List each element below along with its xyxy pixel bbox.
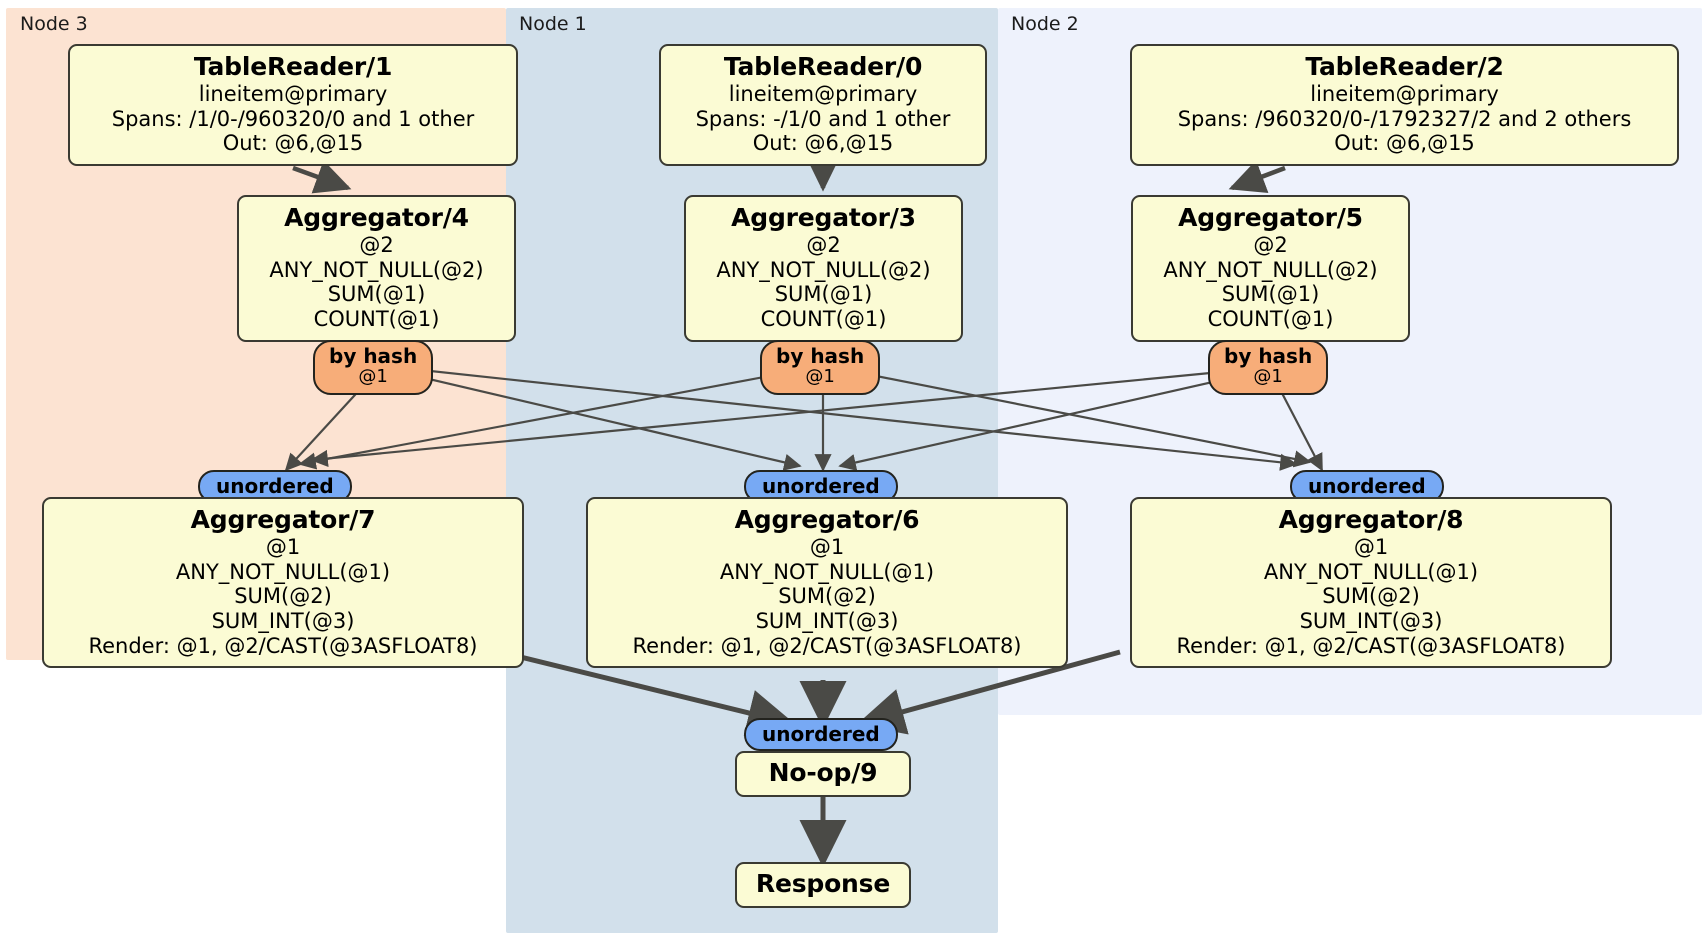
badge-sublabel: @1 (1253, 366, 1283, 388)
processor-title: Aggregator/3 (731, 203, 916, 232)
processor-title: TableReader/1 (193, 52, 393, 81)
processor-line: @2 (359, 233, 394, 258)
badge-unordered-final[interactable]: unordered (744, 718, 898, 752)
processor-line: Spans: -/1/0 and 1 other (695, 106, 951, 131)
processor-aggregator-6[interactable]: Aggregator/6 @1 ANY_NOT_NULL(@1) SUM(@2)… (586, 497, 1068, 669)
processor-line: SUM_INT(@3) (211, 608, 355, 633)
processor-aggregator-4[interactable]: Aggregator/4 @2 ANY_NOT_NULL(@2) SUM(@1)… (237, 195, 516, 342)
processor-tablereader-2[interactable]: TableReader/2 lineitem@primary Spans: /9… (1130, 44, 1679, 166)
badge-sublabel: @1 (805, 366, 835, 388)
processor-aggregator-3[interactable]: Aggregator/3 @2 ANY_NOT_NULL(@2) SUM(@1)… (684, 195, 963, 342)
node-label-node3: Node 3 (20, 13, 88, 35)
processor-aggregator-7[interactable]: Aggregator/7 @1 ANY_NOT_NULL(@1) SUM(@2)… (42, 497, 524, 669)
processor-line: @2 (806, 233, 841, 258)
processor-line: ANY_NOT_NULL(@2) (716, 257, 931, 282)
node-label-node2: Node 2 (1011, 13, 1079, 35)
processor-line: ANY_NOT_NULL(@1) (175, 559, 391, 584)
processor-line: Out: @6,@15 (1334, 131, 1475, 156)
badge-label: by hash (1224, 344, 1313, 368)
processor-line: COUNT(@1) (313, 306, 440, 331)
processor-title: Aggregator/5 (1178, 203, 1363, 232)
processor-title: Aggregator/7 (190, 505, 376, 534)
processor-line: Out: @6,@15 (222, 131, 364, 156)
processor-aggregator-5[interactable]: Aggregator/5 @2 ANY_NOT_NULL(@2) SUM(@1)… (1131, 195, 1410, 342)
processor-title: Aggregator/4 (284, 203, 469, 232)
processor-tablereader-1[interactable]: TableReader/1 lineitem@primary Spans: /1… (68, 44, 518, 166)
processor-line: COUNT(@1) (1207, 306, 1334, 331)
processor-line: @1 (1353, 535, 1389, 560)
processor-line: SUM_INT(@3) (755, 608, 899, 633)
processor-line: ANY_NOT_NULL(@1) (1263, 559, 1479, 584)
processor-line: Render: @1, @2/CAST(@3ASFLOAT8) (1176, 633, 1566, 658)
processor-line: lineitem@primary (198, 82, 388, 107)
processor-title: TableReader/0 (723, 52, 923, 81)
processor-line: @2 (1253, 233, 1288, 258)
badge-sublabel: @1 (358, 366, 388, 388)
processor-line: SUM(@2) (234, 584, 332, 609)
badge-by-hash-left[interactable]: by hash @1 (313, 340, 434, 395)
processor-response[interactable]: Response (735, 862, 911, 909)
badge-label: by hash (776, 344, 865, 368)
processor-line: Spans: /1/0-/960320/0 and 1 other (111, 106, 475, 131)
processor-line: ANY_NOT_NULL(@2) (1163, 257, 1378, 282)
processor-title: Response (755, 869, 891, 898)
processor-line: SUM_INT(@3) (1299, 608, 1443, 633)
processor-title: No-op/9 (768, 758, 878, 787)
processor-title: TableReader/2 (1305, 52, 1504, 81)
processor-line: SUM(@2) (778, 584, 876, 609)
processor-line: SUM(@1) (774, 282, 873, 307)
processor-noop-9[interactable]: No-op/9 (735, 751, 911, 798)
node-label-node1: Node 1 (519, 13, 587, 35)
processor-line: ANY_NOT_NULL(@2) (269, 257, 484, 282)
processor-line: Out: @6,@15 (752, 131, 894, 156)
processor-line: lineitem@primary (1310, 82, 1499, 107)
processor-tablereader-0[interactable]: TableReader/0 lineitem@primary Spans: -/… (659, 44, 987, 166)
processor-line: SUM(@2) (1322, 584, 1420, 609)
processor-line: SUM(@1) (1221, 282, 1320, 307)
processor-line: @1 (809, 535, 845, 560)
processor-line: ANY_NOT_NULL(@1) (719, 559, 935, 584)
badge-label: by hash (329, 344, 418, 368)
processor-line: COUNT(@1) (760, 306, 887, 331)
processor-line: Render: @1, @2/CAST(@3ASFLOAT8) (632, 633, 1022, 658)
badge-by-hash-center[interactable]: by hash @1 (760, 340, 881, 395)
processor-line: @1 (265, 535, 301, 560)
processor-title: Aggregator/6 (734, 505, 920, 534)
badge-by-hash-right[interactable]: by hash @1 (1208, 340, 1329, 395)
processor-line: SUM(@1) (327, 282, 426, 307)
processor-line: Spans: /960320/0-/1792327/2 and 2 others (1177, 106, 1632, 131)
processor-title: Aggregator/8 (1278, 505, 1464, 534)
processor-aggregator-8[interactable]: Aggregator/8 @1 ANY_NOT_NULL(@1) SUM(@2)… (1130, 497, 1612, 669)
processor-line: Render: @1, @2/CAST(@3ASFLOAT8) (88, 633, 478, 658)
processor-line: lineitem@primary (728, 82, 918, 107)
